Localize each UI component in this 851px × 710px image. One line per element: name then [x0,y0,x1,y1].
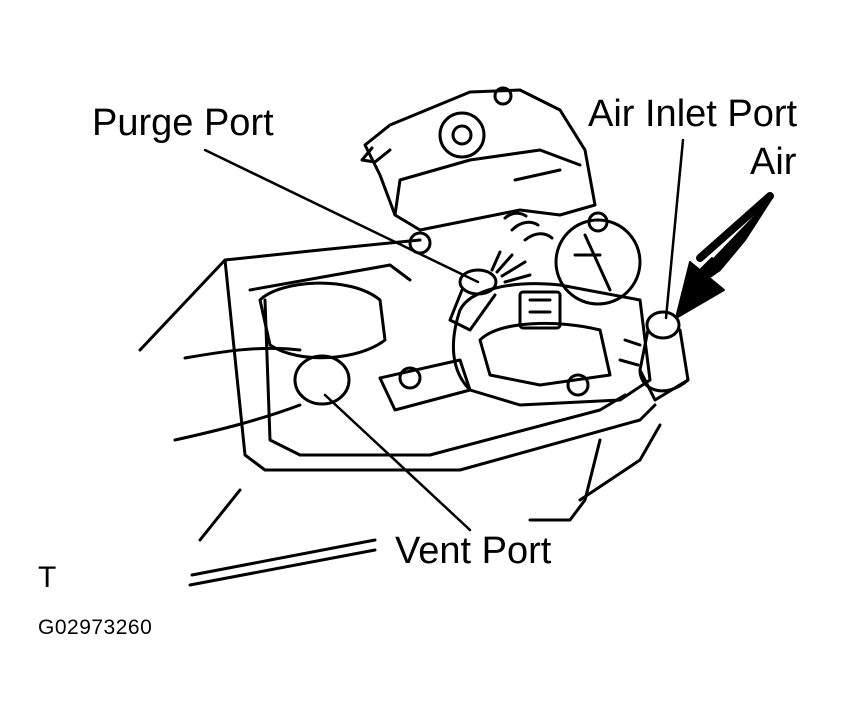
corner-mark: T [38,561,57,594]
air-arrow-icon [675,192,774,319]
purge-port-leader [203,148,480,284]
leak-detection-pump [378,211,652,412]
air-inlet-port-label: Air Inlet Port [588,93,798,135]
vent-port-leader [323,393,472,532]
vent-port-label: Vent Port [395,530,552,572]
vent-port-cap [173,281,387,442]
purge-port-label: Purge Port [92,102,274,144]
air-inlet-port-leader [664,138,685,320]
figure-code: G02973260 [38,616,153,639]
mounting-bracket [360,86,597,232]
leader-lines [203,138,685,532]
air-inlet-port-nozzle [618,310,690,402]
purge-port-nozzle [448,211,554,332]
air-label: Air [750,141,797,183]
